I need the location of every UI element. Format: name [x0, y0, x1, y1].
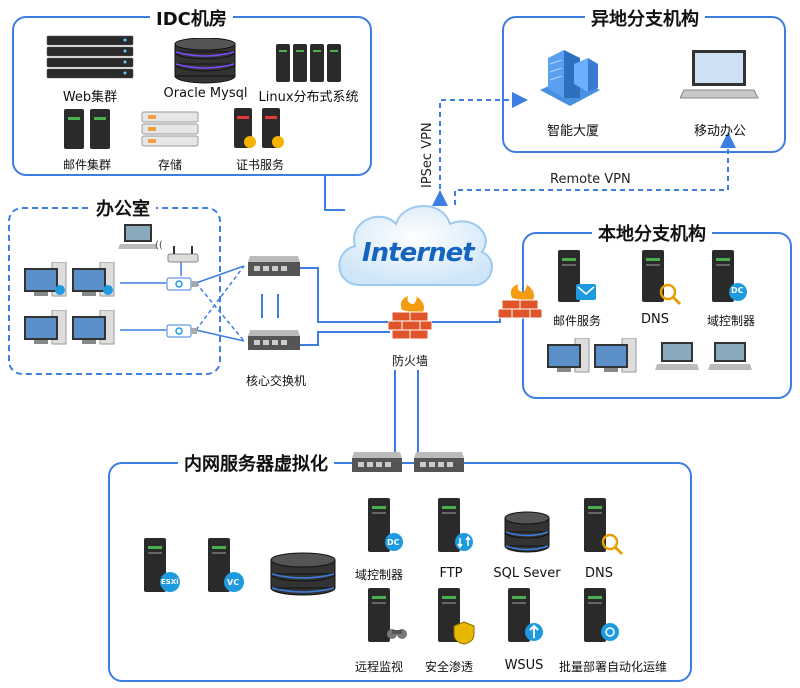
remote-vpn-label: Remote VPN: [550, 172, 631, 187]
intranet-title: 内网服务器虚拟化: [178, 450, 334, 476]
wsus-label: WSUS: [504, 658, 544, 673]
building-label: 智能大厦: [546, 124, 599, 139]
internet-label: Internet: [362, 238, 475, 268]
storage-label: 存储: [157, 158, 182, 172]
firewall-branch-link: [432, 310, 501, 323]
linux-label: Linux分布式系统: [258, 90, 359, 105]
switch-top-link: [300, 267, 390, 323]
linux-servers-icon: [274, 42, 344, 88]
wireless-router-icon: [166, 246, 200, 268]
branch-pc-icon: [592, 337, 642, 380]
usb-key-icon: [166, 276, 198, 296]
core-switch-label: 核心交换机: [245, 374, 306, 388]
storage-icon: [140, 110, 200, 154]
branch-laptop-icon: [708, 340, 752, 378]
core-switch-icon: [244, 328, 302, 358]
pentest-label: 安全渗透: [424, 660, 473, 674]
ftp-label: FTP: [439, 566, 463, 581]
ftp-server-icon: [436, 496, 478, 560]
office-pc-icon: [22, 261, 72, 304]
intranet-dc-server-icon: [366, 496, 408, 560]
usb-key-icon: [166, 323, 198, 343]
branch-dc-label: 域控制器: [706, 314, 755, 328]
cert-service-label: 证书服务: [235, 158, 284, 172]
firewall-icon: [387, 296, 433, 348]
dc-badge: DC: [731, 286, 744, 295]
intranet-dc-label: 域控制器: [354, 568, 403, 582]
branch-pc-icon: [545, 337, 595, 380]
intranet-dns-server-icon: [582, 496, 624, 560]
branch-mail-label: 邮件服务: [552, 314, 601, 328]
wifi-icon: ((: [155, 240, 163, 251]
remote-branch-title: 异地分支机构: [585, 5, 705, 31]
monitor-server-icon: [366, 586, 410, 650]
mail-cluster-icon: [62, 107, 112, 155]
intranet-switch-icon: [348, 450, 404, 480]
building-icon: [530, 40, 610, 124]
esxi-server-icon: [142, 536, 184, 600]
branch-firewall-icon: [497, 284, 543, 336]
office-pc-icon: [22, 309, 72, 352]
vc-badge: VC: [227, 578, 240, 587]
intranet-dns-label: DNS: [585, 566, 613, 581]
dns-server-icon: [640, 248, 682, 310]
switch-bottom-link: [300, 331, 390, 346]
sql-db-icon: [502, 504, 552, 558]
office-title: 办公室: [90, 195, 156, 221]
mobile-office-label: 移动办公: [693, 124, 746, 139]
web-cluster-icon: [45, 34, 135, 88]
firewall-label: 防火墙: [391, 354, 428, 368]
local-branch-title: 本地分支机构: [592, 220, 712, 246]
remote-monitor-label: 远程监视: [354, 660, 403, 674]
internet-cloud: [330, 190, 500, 309]
sql-server-label: SQL Sever: [493, 566, 561, 581]
office-pc-icon: [70, 261, 120, 304]
ipsec-vpn-label: IPSec VPN: [420, 122, 435, 188]
oracle-mysql-label: Oracle Mysql: [163, 86, 248, 101]
laptop-icon: [679, 46, 760, 110]
idc-link: [324, 175, 345, 211]
office-laptop-icon: [118, 222, 158, 256]
web-cluster-label: Web集群: [62, 90, 118, 105]
batch-deploy-server-icon: [582, 586, 624, 650]
cert-service-icon: [232, 106, 288, 156]
vc-server-icon: [206, 536, 248, 600]
mail-server-icon: [556, 248, 598, 310]
pentest-server-icon: [436, 586, 478, 650]
dc-server-icon: [710, 248, 752, 310]
wsus-server-icon: [506, 586, 548, 650]
intranet-switch-icon: [410, 450, 466, 480]
database-icon: [170, 37, 240, 88]
intranet-dc-badge: DC: [387, 538, 400, 547]
esxi-badge: ESXi: [161, 578, 179, 586]
mail-cluster-label: 邮件集群: [62, 158, 111, 172]
branch-laptop-icon: [655, 340, 699, 378]
storage-db-icon: [266, 548, 340, 602]
idc-title: IDC机房: [150, 5, 233, 31]
core-switch-icon: [244, 254, 302, 284]
branch-dns-label: DNS: [641, 312, 669, 327]
batch-deploy-label: 批量部署自动化运维: [558, 660, 667, 674]
office-pc-icon: [70, 309, 120, 352]
